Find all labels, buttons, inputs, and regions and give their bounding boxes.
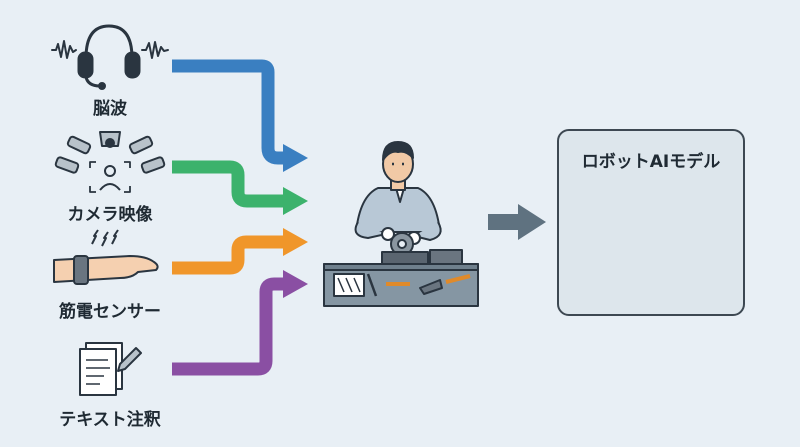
input-label-text-annotation: テキスト注釈 — [59, 410, 161, 430]
arm-emg-sensor-icon — [53, 229, 159, 285]
input-arrows — [172, 59, 308, 376]
input-label-brainwave: 脳波 — [93, 99, 127, 119]
output-arrow — [488, 204, 546, 240]
input-label-camera: カメラ映像 — [67, 205, 153, 225]
surveillance-cameras-icon — [54, 131, 166, 193]
input-label-emg: 筋電センサー — [59, 302, 161, 322]
arrow-camera — [172, 160, 285, 208]
arrow-text — [172, 277, 285, 376]
model-title: ロボットAIモデル — [581, 152, 721, 172]
arrow-head-text — [283, 270, 308, 298]
arrow-emg — [172, 235, 285, 275]
robot-ai-model-box: ロボットAIモデル — [557, 129, 745, 316]
arrow-head-camera — [283, 187, 308, 215]
worker-at-workbench-icon — [323, 141, 479, 307]
arrow-brainwave — [172, 59, 285, 165]
arrow-head-brainwave — [283, 144, 308, 172]
headset-brainwave-icon — [51, 24, 169, 90]
arrow-head-emg — [283, 228, 308, 256]
document-pen-icon — [79, 342, 142, 396]
